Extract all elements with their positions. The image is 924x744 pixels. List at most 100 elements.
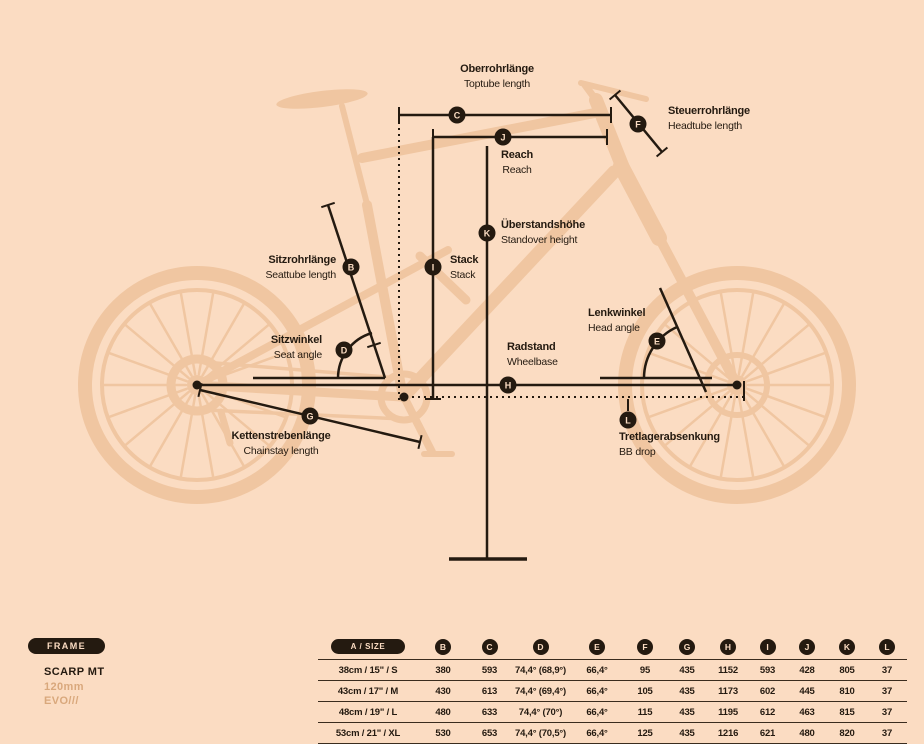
cell: 480 [435, 706, 451, 718]
model-travel: 120mm [44, 680, 84, 693]
table-row: 43cm / 17" / M 430 613 74,4° (69,4°) 66,… [318, 680, 907, 701]
cell: 435 [679, 727, 695, 739]
label-reach: Reach Reach [487, 148, 547, 178]
seattube-ticks [320, 201, 382, 349]
down-tube [397, 165, 621, 403]
table-row: 38cm / 15" / S 380 593 74,4° (68,9°) 66,… [318, 659, 907, 680]
cell: 480 [799, 727, 815, 739]
label-seat-angle: Sitzwinkel Seat angle [212, 333, 322, 363]
seatstay-tube [193, 246, 452, 389]
label-toptube-de: Oberrohrlänge [460, 63, 534, 75]
chain-top [202, 360, 400, 380]
label-seat-angle-en: Seat angle [273, 349, 322, 361]
label-bbdrop-en: BB drop [619, 446, 656, 458]
badge-reach: J [494, 128, 512, 146]
label-head-angle-en: Head angle [588, 322, 640, 334]
toptube-ticks [398, 107, 612, 123]
top-tube [357, 107, 605, 163]
label-seattube: Sitzrohrlänge Seattube length [218, 253, 336, 283]
badge-standover: K [478, 224, 496, 242]
cell: 612 [759, 706, 776, 718]
headtube-ticks [608, 89, 669, 158]
column-header-i: I [759, 638, 776, 655]
column-header-c: C [481, 638, 498, 655]
model-info: SCARP MT 120mm EVO/// [44, 665, 104, 709]
label-headtube: Steuerrohrlänge Headtube length [668, 104, 788, 134]
column-header-g: G [679, 638, 695, 655]
front-axle-dot [732, 380, 742, 390]
label-seattube-de: Sitzrohrlänge [268, 254, 336, 266]
column-header-l: L [879, 638, 895, 655]
cell: 115 [637, 706, 653, 718]
cell: 435 [679, 685, 695, 697]
cell: 815 [839, 706, 855, 718]
column-header-b: B [435, 638, 451, 655]
cell: 602 [759, 685, 776, 697]
label-wheelbase: Radstand Wheelbase [507, 340, 597, 370]
cell: 621 [759, 727, 776, 739]
cell: 463 [799, 706, 815, 718]
label-bbdrop-de: Tretlagerabsenkung [619, 431, 720, 443]
head-angle-axis [658, 287, 708, 393]
badge-seat-angle: D [335, 341, 353, 359]
badge-headtube: F [629, 115, 647, 133]
badge-toptube: C [448, 106, 466, 124]
label-bbdrop: Tretlagerabsenkung BB drop [619, 430, 749, 460]
cell: 805 [839, 664, 855, 676]
label-head-angle-de: Lenkwinkel [588, 307, 646, 319]
cell: 1216 [717, 727, 739, 739]
crank-arm [400, 393, 436, 456]
label-chainstay: Kettenstrebenlänge Chainstay length [191, 429, 371, 459]
table-row: 48cm / 19" / L 480 633 74,4° (70°) 66,4°… [318, 701, 907, 722]
frame-label-pill: FRAME [28, 638, 105, 654]
label-chainstay-en: Chainstay length [243, 445, 319, 457]
cell: 1195 [718, 706, 738, 718]
seattube-measure-line [326, 204, 387, 379]
geometry-table: A / SIZE B C D E F G H I J K L 38cm / 15… [318, 634, 907, 744]
cell: 66,4° [586, 685, 608, 697]
cell: 633 [481, 706, 498, 718]
column-header-d: D [532, 638, 549, 655]
chainstay-ticks [197, 382, 423, 450]
badge-chainstay: G [301, 407, 319, 425]
label-seat-angle-de: Sitzwinkel [270, 334, 322, 346]
label-standover: Überstandshöhe Standover height [501, 218, 631, 248]
column-header-h: H [720, 638, 736, 655]
derailleur [217, 408, 234, 447]
cell: 74,4° (69,4°) [515, 685, 566, 697]
cell-size: 53cm / 21" / XL [335, 727, 401, 739]
cell: 1152 [718, 664, 738, 676]
cell: 66,4° [586, 727, 608, 739]
cell: 37 [881, 685, 893, 697]
badge-head-angle: E [648, 332, 666, 350]
cell: 593 [759, 664, 776, 676]
handlebar [578, 80, 649, 102]
label-standover-en: Standover height [501, 234, 578, 246]
table-body: 38cm / 15" / S 380 593 74,4° (68,9°) 66,… [318, 659, 907, 744]
column-header-e: E [589, 638, 605, 655]
table-header-row: A / SIZE B C D E F G H I J K L [318, 634, 907, 659]
badge-seattube: B [342, 258, 360, 276]
bb-dot [399, 392, 409, 402]
column-header-j: J [799, 638, 815, 655]
seatpost [339, 103, 371, 211]
cell: 95 [639, 664, 651, 676]
badge-stack: I [424, 258, 442, 276]
fork-crown [613, 158, 667, 246]
cell: 125 [637, 727, 653, 739]
rear-axle-dot [192, 380, 202, 390]
label-stack: Stack Stack [450, 253, 510, 283]
cell: 445 [799, 685, 815, 697]
cell: 105 [637, 685, 653, 697]
column-header-k: K [839, 638, 855, 655]
cell: 530 [435, 727, 451, 739]
model-edition: EVO/// [44, 695, 79, 707]
label-toptube-en: Toptube length [463, 78, 531, 90]
column-header-size: A / SIZE [331, 639, 405, 654]
cell: 613 [481, 685, 498, 697]
label-wheelbase-de: Radstand [507, 341, 556, 353]
label-chainstay-de: Kettenstrebenlänge [231, 430, 331, 442]
measurement-overlay [192, 89, 748, 561]
label-standover-de: Überstandshöhe [501, 219, 585, 231]
